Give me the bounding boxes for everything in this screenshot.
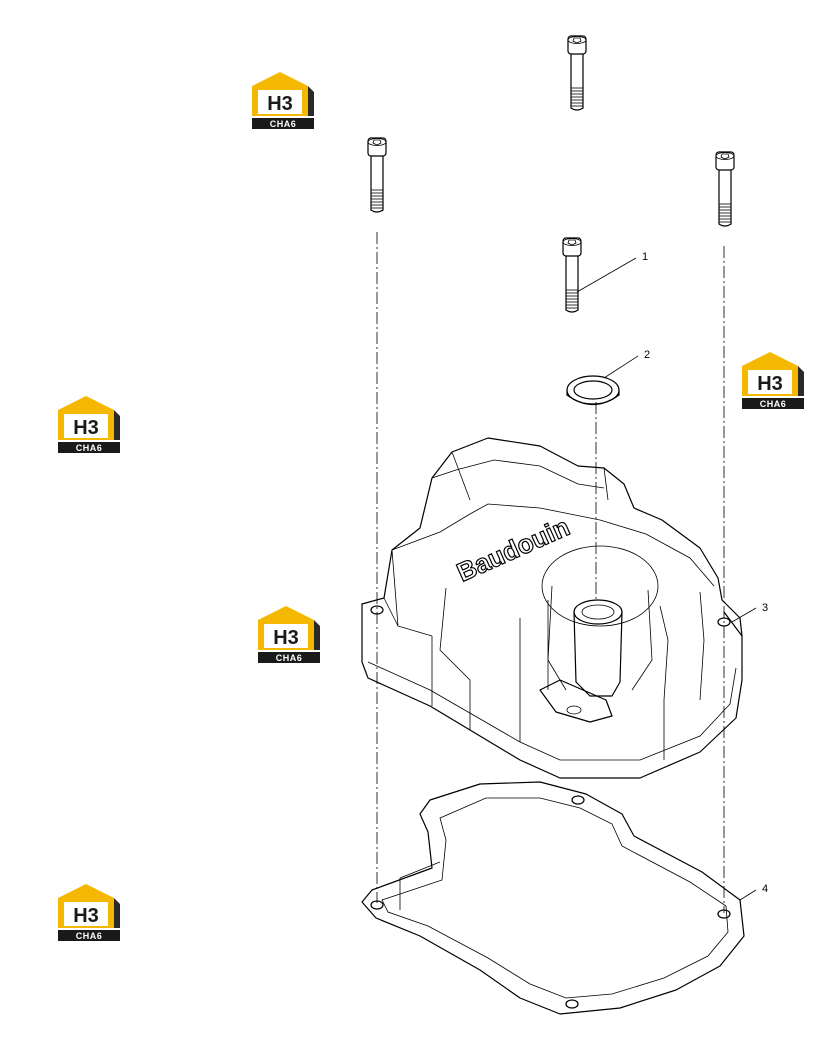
callouts: 1 2 3 4 xyxy=(576,251,768,901)
callout-1: 1 xyxy=(642,251,648,263)
svg-text:CHA6: CHA6 xyxy=(76,443,103,453)
watermark-logo: H3 CHA6 xyxy=(258,606,320,663)
svg-text:CHA6: CHA6 xyxy=(276,653,303,663)
bolt-left xyxy=(367,137,387,213)
cover-brand-text: Baudouin xyxy=(452,511,574,587)
svg-text:H3: H3 xyxy=(73,417,99,439)
watermark-logo: H3 CHA6 xyxy=(252,72,314,129)
svg-text:H3: H3 xyxy=(273,627,299,649)
callout-2: 2 xyxy=(644,349,650,361)
callout-3: 3 xyxy=(762,602,768,614)
leader-4 xyxy=(739,889,757,901)
svg-text:H3: H3 xyxy=(267,93,293,115)
watermark-logo: H3 CHA6 xyxy=(58,396,120,453)
leader-1 xyxy=(576,257,637,293)
svg-text:CHA6: CHA6 xyxy=(270,119,297,129)
bolt-part-1 xyxy=(562,237,582,313)
bolt-right xyxy=(715,151,735,227)
watermarks: H3 CHA6 H3 CHA6 H3 CHA6 H3 CHA6 H3 CHA6 xyxy=(58,72,804,941)
valve-cover-part-3: Baudouin xyxy=(361,437,743,779)
sealing-ring-part-2 xyxy=(566,375,620,406)
watermark-logo: H3 CHA6 xyxy=(742,352,804,409)
svg-text:H3: H3 xyxy=(73,905,99,927)
center-lines xyxy=(376,232,725,913)
svg-text:CHA6: CHA6 xyxy=(760,399,787,409)
leader-3 xyxy=(731,607,757,623)
bolt-top-center xyxy=(567,35,587,111)
svg-text:H3: H3 xyxy=(757,373,783,395)
svg-text:CHA6: CHA6 xyxy=(76,931,103,941)
leader-2 xyxy=(603,355,639,379)
watermark-logo: H3 CHA6 xyxy=(58,884,120,941)
callout-4: 4 xyxy=(762,883,768,895)
gasket-part-4 xyxy=(361,781,745,1015)
